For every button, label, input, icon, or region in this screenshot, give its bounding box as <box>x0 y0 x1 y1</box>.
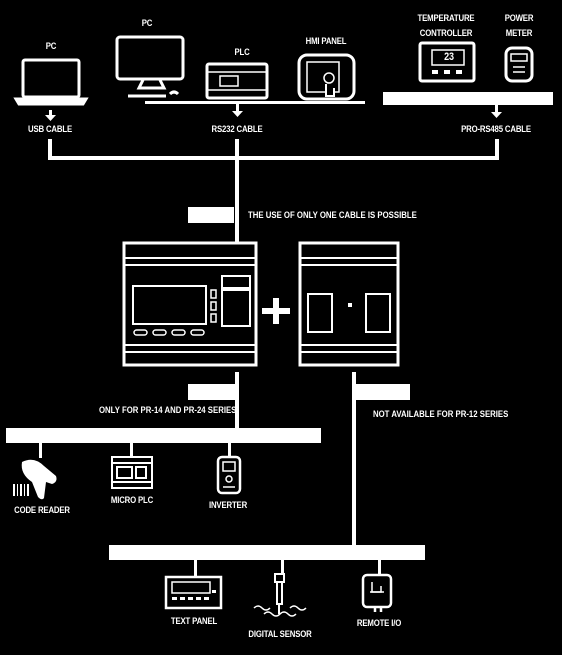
code-reader-label: CODE READER <box>14 505 70 516</box>
digital-sensor-label: DIGITAL SENSOR <box>248 629 312 640</box>
pc-laptop-label: PC <box>45 41 57 52</box>
pr14-pr24-note: ONLY FOR PR-14 AND PR-24 SERIES <box>99 405 237 416</box>
rs485-cable-label: PRO-RS485 CABLE <box>461 124 531 135</box>
digital-sensor-icon <box>253 573 307 617</box>
plc-label: PLC <box>234 47 250 58</box>
micro-plc-label: MICRO PLC <box>110 495 154 506</box>
laptop-icon <box>13 58 89 106</box>
plus-icon <box>262 298 290 324</box>
usb-cable-label: USB CABLE <box>28 124 72 135</box>
pr12-note: NOT AVAILABLE FOR PR-12 SERIES <box>373 409 509 420</box>
power-meter-label-line1: POWER <box>504 13 534 24</box>
plc-icon <box>205 62 269 100</box>
remote-io-label: REMOTE I/O <box>356 618 402 629</box>
text-panel-label: TEXT PANEL <box>170 616 218 627</box>
power-meter-label-line2: METER <box>505 28 533 39</box>
desktop-pc-icon <box>115 35 185 98</box>
pc-desktop-label: PC <box>141 18 153 29</box>
rs232-device-bar <box>145 101 365 104</box>
inverter-label: INVERTER <box>208 500 248 511</box>
remote-io-icon <box>361 573 393 612</box>
inverter-icon <box>216 455 242 495</box>
hmi-panel-label: HMI PANEL <box>305 36 347 47</box>
hmi-panel-icon <box>297 53 356 101</box>
rs485-device-bar <box>383 92 553 105</box>
expansion-module-icon <box>298 241 400 367</box>
temperature-label-line2: CONTROLLER <box>419 28 473 39</box>
rs232-cable-label: RS232 CABLE <box>211 124 263 135</box>
temperature-value: 23 <box>444 51 454 63</box>
one-cable-note: THE USE OF ONLY ONE CABLE IS POSSIBLE <box>248 210 417 221</box>
power-meter-icon <box>504 46 534 83</box>
temperature-label-line1: TEMPERATURE <box>417 13 475 24</box>
bus-lines <box>6 139 499 577</box>
cable-arrows <box>45 104 502 121</box>
temperature-controller-icon <box>418 41 476 83</box>
code-reader-icon <box>13 459 57 500</box>
micro-plc-icon <box>111 456 153 489</box>
main-plc-icon <box>122 241 258 367</box>
text-panel-icon <box>164 575 223 610</box>
